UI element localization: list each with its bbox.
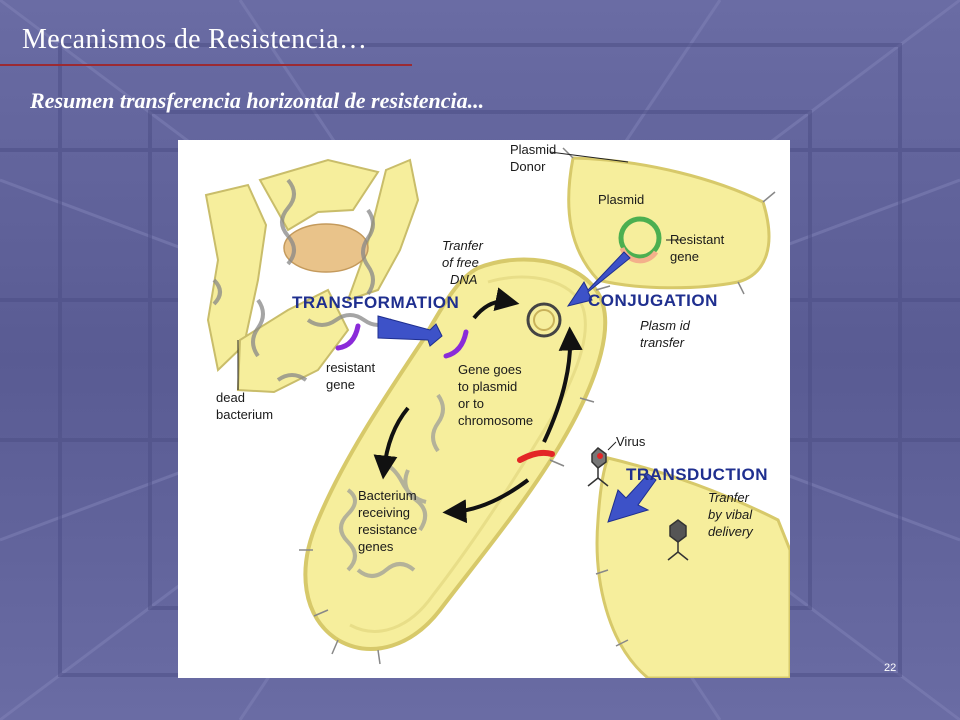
label-conjugation: CONJUGATION <box>588 291 718 310</box>
label-virus: Virus <box>616 434 646 449</box>
black-process-arrows <box>373 287 583 524</box>
label-viral-delivery-line1: Tranfer <box>708 490 750 505</box>
slide-title: Mecanismos de Resistencia… <box>22 24 368 55</box>
label-transfer-free-line2: of free <box>442 255 479 270</box>
free-dna-strands <box>212 178 394 382</box>
slide-subtitle: Resumen transferencia horizontal de resi… <box>30 88 485 113</box>
label-dead-bacterium-line1: dead <box>216 390 245 405</box>
resistant-gene-free <box>335 323 361 351</box>
label-resistant-gene-left-line1: resistant <box>326 360 376 375</box>
bacterial-cilia <box>299 147 776 665</box>
label-receiving-line2: receiving <box>358 505 410 520</box>
label-resistant-gene-line2: gene <box>670 249 699 264</box>
resistance-transfer-diagram: Plasmid Donor Plasmid Resistant gene Tra… <box>178 140 790 678</box>
blue-transfer-arrows <box>377 251 657 523</box>
label-viral-delivery-line3: delivery <box>708 524 754 539</box>
slide-number: 22 <box>884 662 897 674</box>
virus-icon <box>587 447 609 487</box>
label-transduction: TRANSDUCTION <box>626 465 768 484</box>
label-transfer-free-line3: DNA <box>450 272 477 287</box>
label-dead-bacterium-line2: bacterium <box>216 407 273 422</box>
label-plasmid-transfer-line1: Plasm id <box>640 318 691 333</box>
resistant-gene-viral <box>517 449 555 463</box>
resistant-gene-entering <box>443 329 469 359</box>
donor-plasmid <box>618 216 662 260</box>
label-plasmid-donor-line1: Plasmid <box>510 142 556 157</box>
label-transformation: TRANSFORMATION <box>292 293 459 312</box>
donor-bacterium <box>567 156 771 290</box>
label-gene-goes-line1: Gene goes <box>458 362 522 377</box>
label-resistant-gene-line1: Resistant <box>670 232 725 247</box>
label-gene-goes-line2: to plasmid <box>458 379 517 394</box>
title-underline <box>0 64 412 66</box>
virus-delivery-icon <box>667 519 689 561</box>
label-receiving-line1: Bacterium <box>358 488 417 503</box>
label-plasmid-donor-line2: Donor <box>510 159 546 174</box>
label-gene-goes-line3: or to <box>458 396 484 411</box>
label-receiving-line3: resistance <box>358 522 417 537</box>
label-receiving-line4: genes <box>358 539 394 554</box>
label-plasmid: Plasmid <box>598 192 644 207</box>
label-transfer-free-line1: Tranfer <box>442 238 484 253</box>
label-viral-delivery-line2: by vibal <box>708 507 753 522</box>
infected-bacterium <box>595 456 790 678</box>
label-gene-goes-line4: chromosome <box>458 413 533 428</box>
dead-bacterium-nucleoid <box>283 223 369 273</box>
label-resistant-gene-left-line2: gene <box>326 377 355 392</box>
label-plasmid-transfer-line2: transfer <box>640 335 685 350</box>
recipient-plasmid <box>526 302 562 338</box>
recipient-bacterium <box>303 257 608 651</box>
